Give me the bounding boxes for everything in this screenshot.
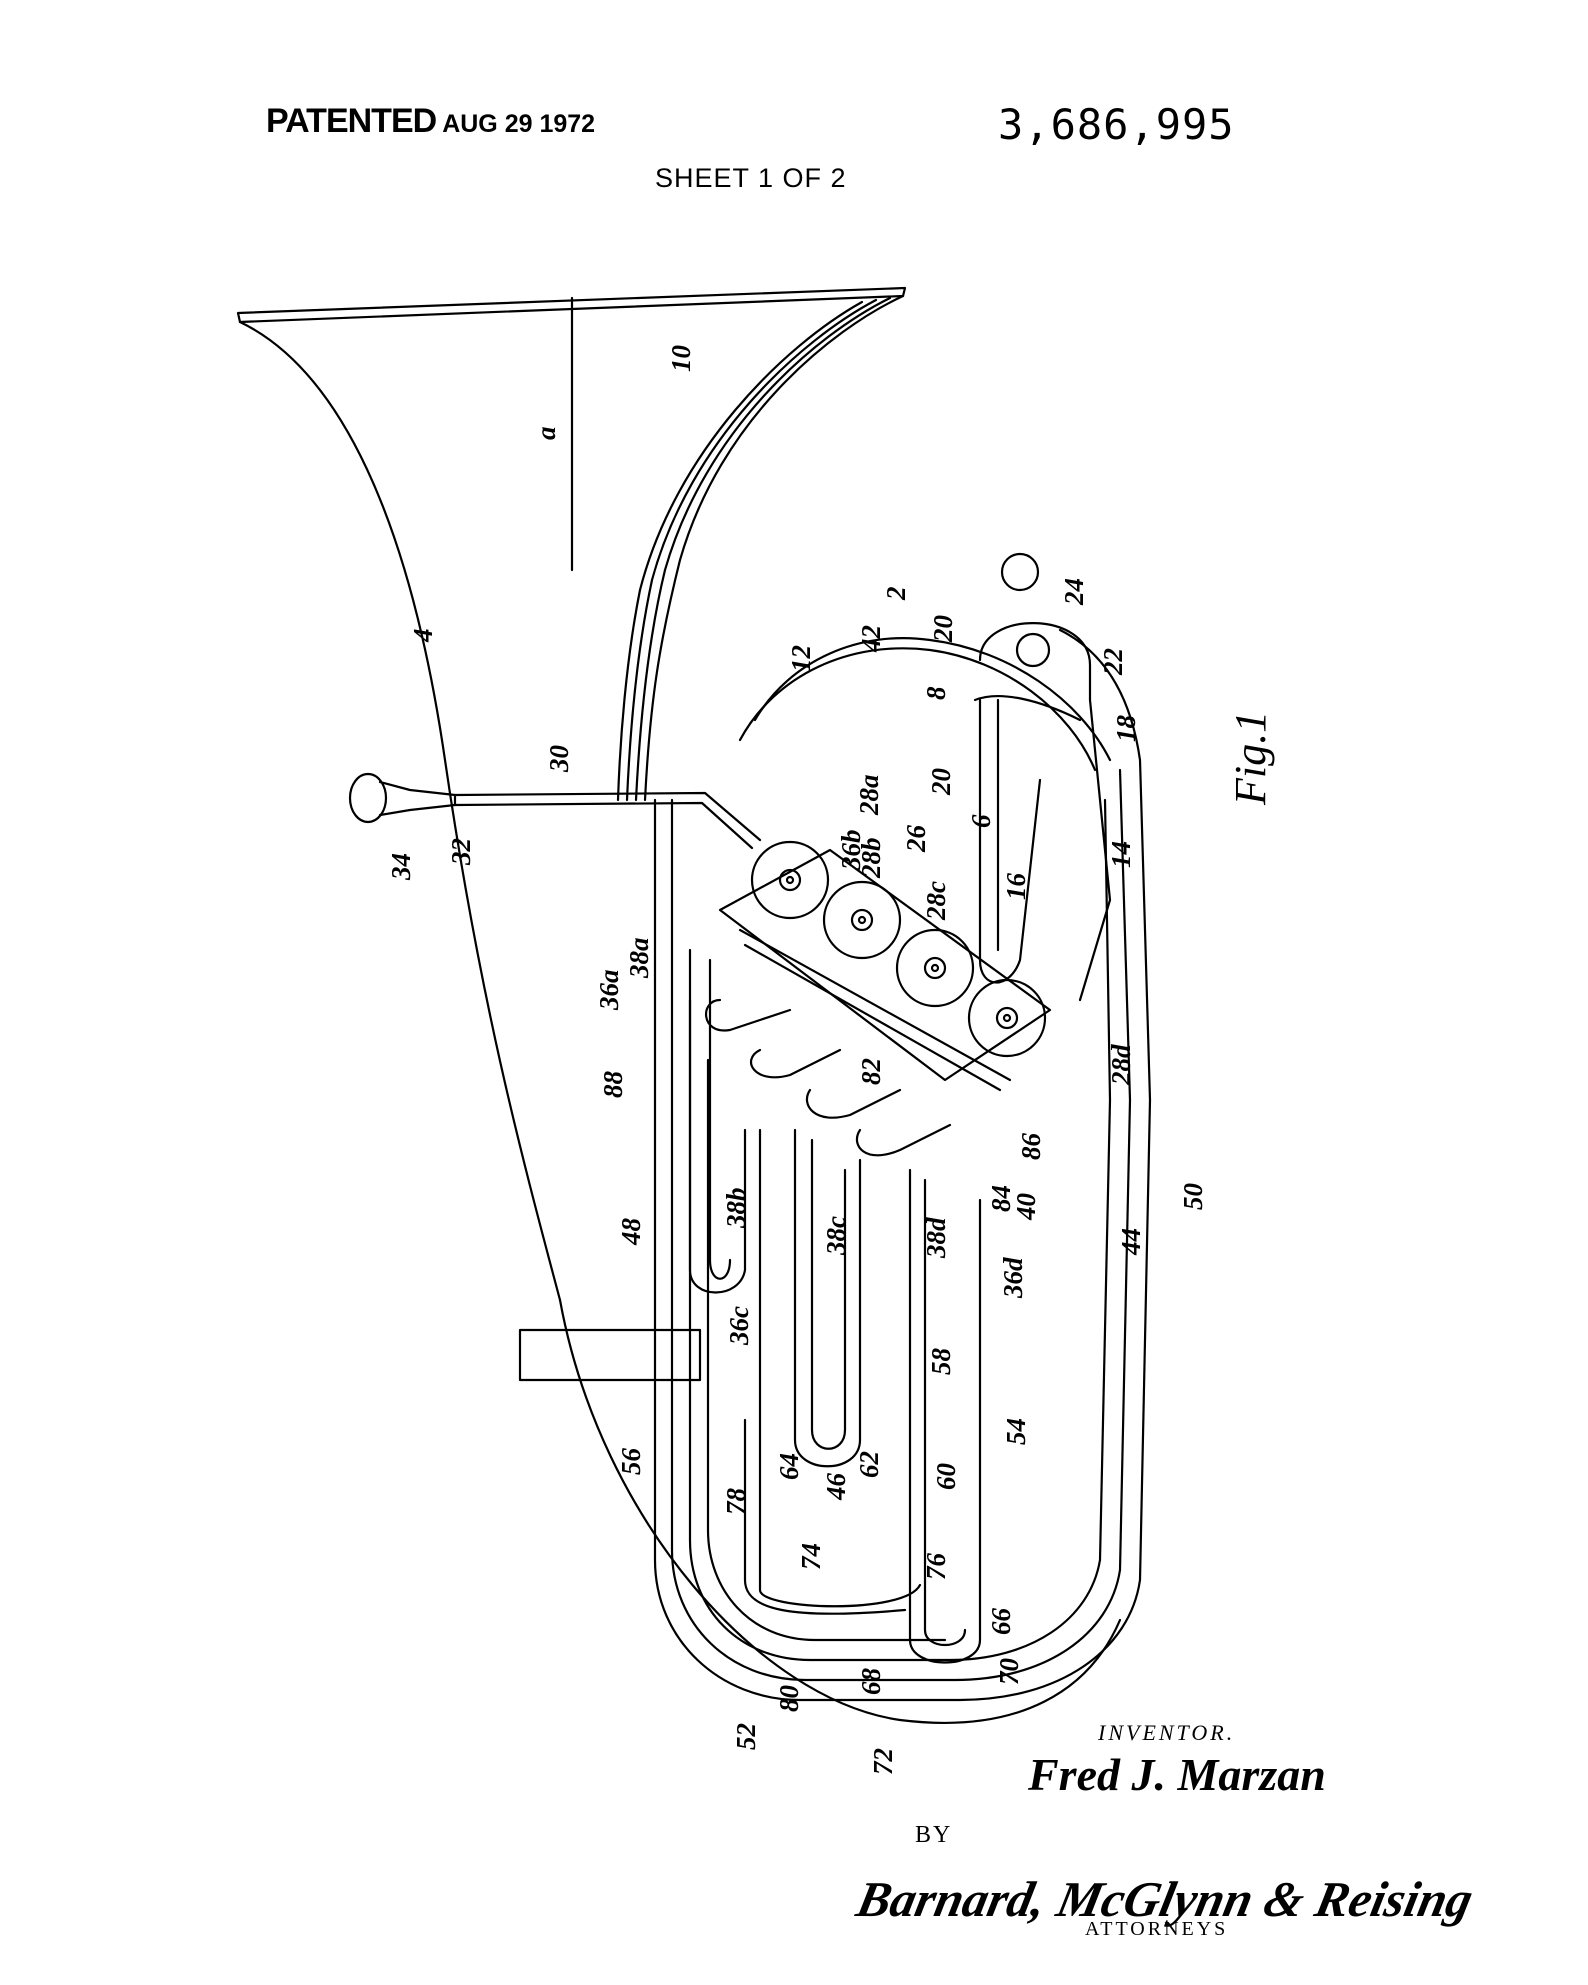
ref-numeral: 78: [721, 1488, 751, 1516]
ref-numeral: 18: [1111, 715, 1141, 743]
ref-numeral: 20: [928, 615, 958, 644]
ref-numeral: 58: [926, 1348, 956, 1376]
ref-numeral: 64: [774, 1453, 804, 1480]
ref-numeral: 52: [731, 1723, 761, 1750]
ref-numeral: 4: [408, 629, 438, 644]
ref-numeral: 36d: [998, 1257, 1028, 1299]
ref-numeral: 82: [856, 1058, 886, 1085]
patent-date: AUG 29 1972: [442, 110, 596, 138]
ref-numeral: 86: [1016, 1133, 1046, 1161]
ref-numeral: 40: [1011, 1193, 1041, 1222]
ref-numeral: 54: [1001, 1418, 1031, 1445]
patent-number: 3,686,995: [998, 100, 1235, 149]
ref-numeral: 60: [931, 1463, 961, 1491]
ref-numeral: 88: [598, 1071, 628, 1099]
ref-numeral: 38a: [624, 938, 654, 980]
reference-numerals: 2 4 6 8 10 12 14 16 18 20 20 22 24 26 28…: [386, 345, 1208, 1776]
ref-numeral: 36a: [594, 970, 624, 1012]
attorneys-label: ATTORNEYS: [1085, 1918, 1229, 1940]
ref-numeral: 80: [774, 1685, 804, 1713]
bell: [236, 286, 1122, 1724]
ref-numeral: 10: [666, 345, 696, 373]
ref-numeral: 56: [616, 1448, 646, 1476]
ref-numeral: 16: [1001, 873, 1031, 901]
ref-numeral: 14: [1106, 841, 1136, 868]
ref-numeral: 42: [856, 625, 886, 653]
mouthpipe: [348, 772, 762, 850]
ref-numeral: 74: [796, 1543, 826, 1570]
ref-numeral: 30: [544, 745, 574, 774]
ref-numeral: 6: [966, 814, 996, 828]
ref-numeral: 38d: [921, 1217, 951, 1259]
ref-numeral: 36c: [724, 1306, 754, 1346]
ref-numeral: 28b: [856, 838, 886, 880]
ref-numeral: 68: [856, 1668, 886, 1696]
ref-numeral: 8: [921, 686, 951, 700]
ref-numeral: 76: [921, 1553, 951, 1581]
ref-numeral: 24: [1059, 578, 1089, 606]
ref-numeral: 50: [1178, 1183, 1208, 1211]
ref-numeral: 48: [616, 1218, 646, 1247]
sheet-indicator: SHEET 1 OF 2: [655, 163, 847, 193]
ref-numeral: 38c: [821, 1216, 851, 1256]
ref-numeral: 62: [854, 1451, 884, 1478]
ref-numeral: 66: [986, 1608, 1016, 1636]
body-tubing: [518, 628, 1152, 1702]
ref-numeral: 22: [1098, 648, 1128, 676]
ref-numeral: 38b: [721, 1188, 751, 1230]
ref-numeral: 32: [446, 838, 476, 866]
ref-numeral: 44: [1116, 1228, 1146, 1256]
ref-numeral: 28c: [921, 881, 951, 921]
ref-numeral: 12: [786, 645, 816, 672]
patented-label: PATENTED: [266, 102, 437, 140]
ref-numeral: 36b: [836, 830, 866, 872]
figure-label: Fig.1: [1226, 711, 1275, 806]
ref-numeral: 20: [926, 768, 956, 797]
by-label: BY: [915, 1822, 953, 1848]
ref-numeral: 84: [986, 1185, 1016, 1212]
tuning-slide: [973, 552, 1112, 1002]
ref-numeral: 28a: [854, 775, 884, 817]
ref-numeral: 28d: [1106, 1044, 1136, 1086]
ref-numeral: 2: [881, 587, 911, 602]
inventor-name: Fred J. Marzan: [1028, 1749, 1326, 1800]
ref-numeral: 26: [901, 825, 931, 854]
ref-numeral: a: [531, 427, 561, 441]
ref-numeral: 46: [821, 1473, 851, 1502]
inventor-label: INVENTOR.: [1098, 1720, 1236, 1745]
ref-numeral: 70: [994, 1658, 1024, 1686]
ref-numeral: 34: [386, 853, 416, 881]
ref-numeral: 72: [868, 1748, 898, 1775]
valve-cluster: [705, 840, 1052, 1157]
valve-tubing: [688, 948, 982, 1664]
